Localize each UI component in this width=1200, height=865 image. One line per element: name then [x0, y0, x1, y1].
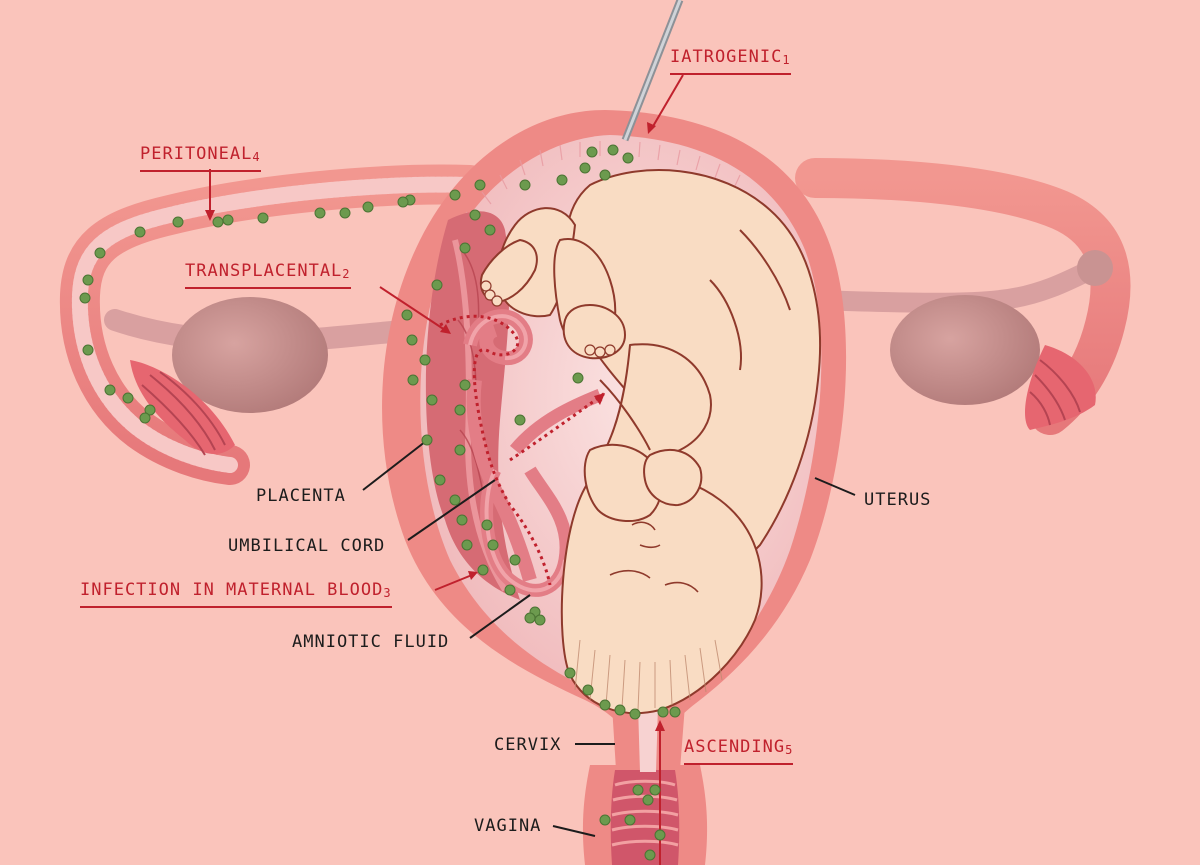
label-transplacental: TRANSPLACENTAL2 [185, 261, 351, 289]
label-peritoneal: PERITONEAL4 [140, 144, 261, 172]
fetus-face [609, 521, 699, 593]
ascending-text: ASCENDING [684, 737, 786, 757]
iatrogenic-text: IATROGENIC [670, 47, 783, 67]
label-umbilical-cord: UMBILICAL CORD [228, 536, 386, 556]
fetus-fist [643, 448, 703, 507]
bacteria [79, 144, 681, 861]
leader-lines [362, 437, 856, 837]
right-ligament-end [1077, 250, 1113, 286]
pathway-arrows [209, 74, 684, 865]
ascending-index: 5 [785, 743, 794, 757]
peritoneal-index: 4 [252, 150, 261, 164]
right-fallopian-tube [795, 158, 1131, 435]
label-iatrogenic: IATROGENIC1 [670, 47, 791, 75]
label-cervix: CERVIX [494, 735, 562, 755]
right-ovary [890, 295, 1040, 405]
label-infection-maternal-blood: INFECTION IN MATERNAL BLOOD3 [80, 580, 392, 608]
label-placenta: PLACENTA [256, 486, 346, 506]
label-vagina: VAGINA [474, 816, 542, 836]
label-ascending: ASCENDING5 [684, 737, 794, 765]
left-fallopian-tube [59, 164, 490, 485]
label-uterus: UTERUS [864, 490, 932, 510]
fetus-hand [583, 443, 663, 522]
pathway-arrowheads [205, 122, 665, 731]
left-fimbriae [130, 360, 235, 455]
transplacental-index: 2 [342, 267, 351, 281]
maternal-blood-index: 3 [383, 586, 392, 600]
maternal-blood-text: INFECTION IN MATERNAL BLOOD [80, 580, 384, 600]
fetus-head [560, 470, 763, 715]
left-ovary [172, 297, 328, 413]
transplacental-text: TRANSPLACENTAL [185, 261, 343, 281]
needle [621, 0, 684, 142]
cervical-canal [638, 705, 658, 772]
label-amniotic-fluid: AMNIOTIC FLUID [292, 632, 450, 652]
peritoneal-text: PERITONEAL [140, 144, 253, 164]
iatrogenic-index: 1 [782, 53, 791, 67]
transplacental-path-to-fetus [509, 391, 606, 462]
transplacental-arrowhead [594, 393, 605, 405]
fetus [479, 169, 821, 715]
